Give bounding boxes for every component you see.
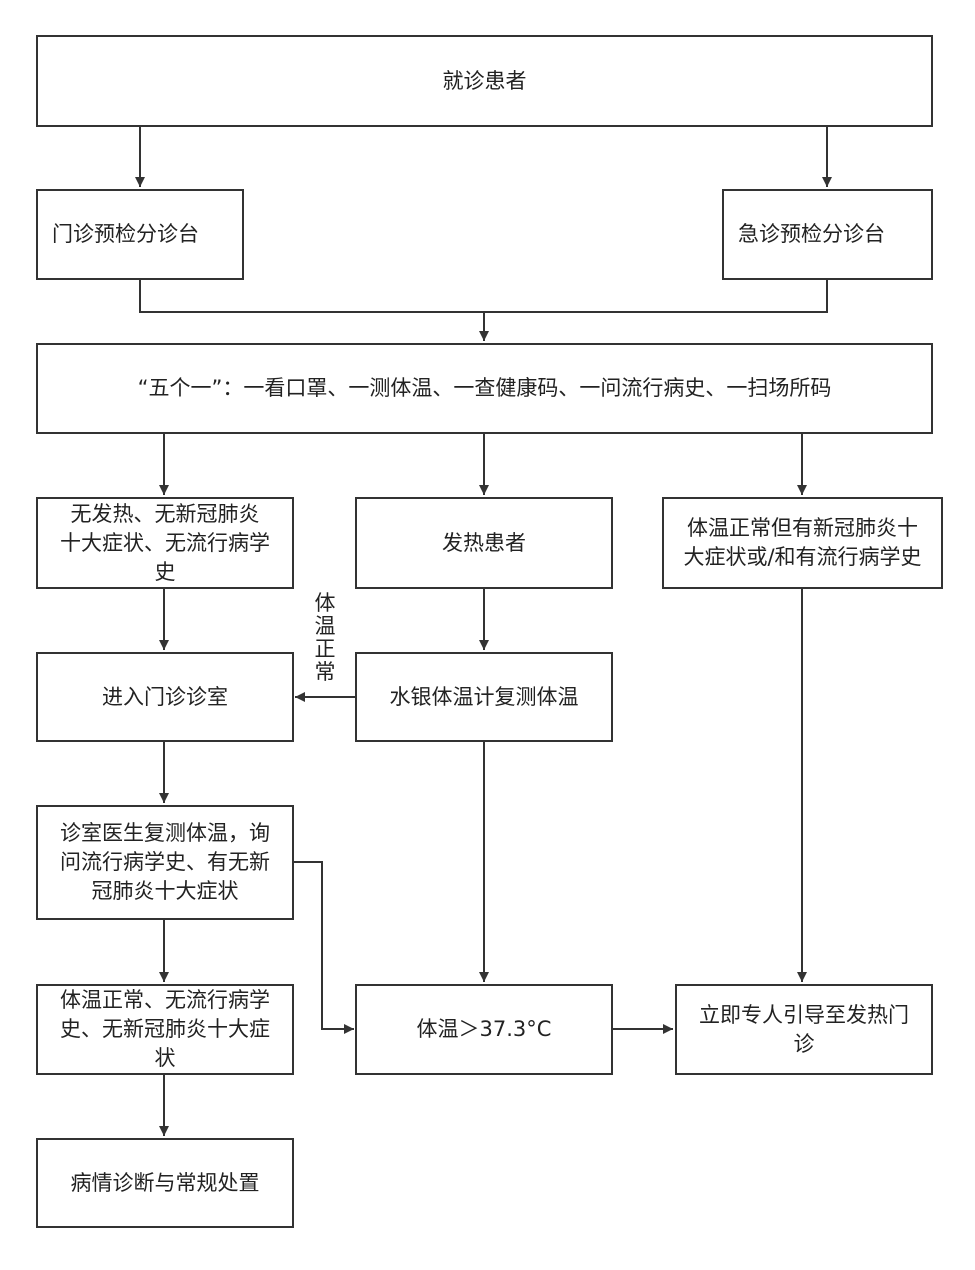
- node-fever-patient-label: 发热患者: [442, 530, 526, 555]
- node-outpatient-triage: 门诊预检分诊台: [36, 189, 244, 280]
- node-enter-clinic-label: 进入门诊诊室: [102, 684, 228, 709]
- edge-label-temp-normal: 体 温 正 常: [314, 591, 336, 684]
- arrow-doctor-to-temp-high: [294, 861, 354, 1034]
- node-diagnosis-label: 病情诊断与常规处置: [70, 1170, 260, 1195]
- node-normal-temp-symptoms-label: 体温正常但有新冠肺炎十 大症状或/和有流行病学史: [683, 516, 922, 569]
- node-emergency-triage-label: 急诊预检分诊台: [738, 222, 885, 246]
- node-normal-temp-symptoms: 体温正常但有新冠肺炎十 大症状或/和有流行病学史: [662, 497, 943, 589]
- node-five-ones: “五个一”：一看口罩、一测体温、一查健康码、一问流行病史、一扫场所码: [36, 343, 933, 434]
- node-doctor-retest: 诊室医生复测体温，询 问流行病学史、有无新 冠肺炎十大症状: [36, 805, 294, 920]
- node-five-ones-label: “五个一”：一看口罩、一测体温、一查健康码、一问流行病史、一扫场所码: [137, 376, 832, 400]
- node-patient-label: 就诊患者: [442, 68, 527, 93]
- node-no-fever-label: 无发热、无新冠肺炎 十大症状、无流行病学史: [60, 501, 270, 584]
- node-all-normal: 体温正常、无流行病学 史、无新冠肺炎十大症状: [36, 984, 294, 1075]
- node-enter-clinic: 进入门诊诊室: [36, 652, 294, 742]
- node-temp-high-label: 体温＞37.3°C: [416, 1017, 552, 1041]
- node-diagnosis: 病情诊断与常规处置: [36, 1138, 294, 1228]
- node-fever-patient: 发热患者: [355, 497, 613, 589]
- node-all-normal-label: 体温正常、无流行病学 史、无新冠肺炎十大症状: [60, 988, 270, 1070]
- node-emergency-triage: 急诊预检分诊台: [722, 189, 933, 280]
- node-no-fever: 无发热、无新冠肺炎 十大症状、无流行病学史: [36, 497, 294, 589]
- node-doctor-retest-label: 诊室医生复测体温，询 问流行病学史、有无新 冠肺炎十大症状: [60, 821, 270, 903]
- node-outpatient-triage-label: 门诊预检分诊台: [52, 222, 199, 246]
- node-guide-fever-clinic: 立即专人引导至发热门诊: [675, 984, 933, 1075]
- node-mercury-retest: 水银体温计复测体温: [355, 652, 613, 742]
- merge-line: [139, 280, 828, 313]
- node-guide-fever-clinic-label: 立即专人引导至发热门诊: [699, 1002, 909, 1056]
- node-temp-high: 体温＞37.3°C: [355, 984, 613, 1075]
- node-mercury-retest-label: 水银体温计复测体温: [389, 684, 579, 709]
- node-patient: 就诊患者: [36, 35, 933, 127]
